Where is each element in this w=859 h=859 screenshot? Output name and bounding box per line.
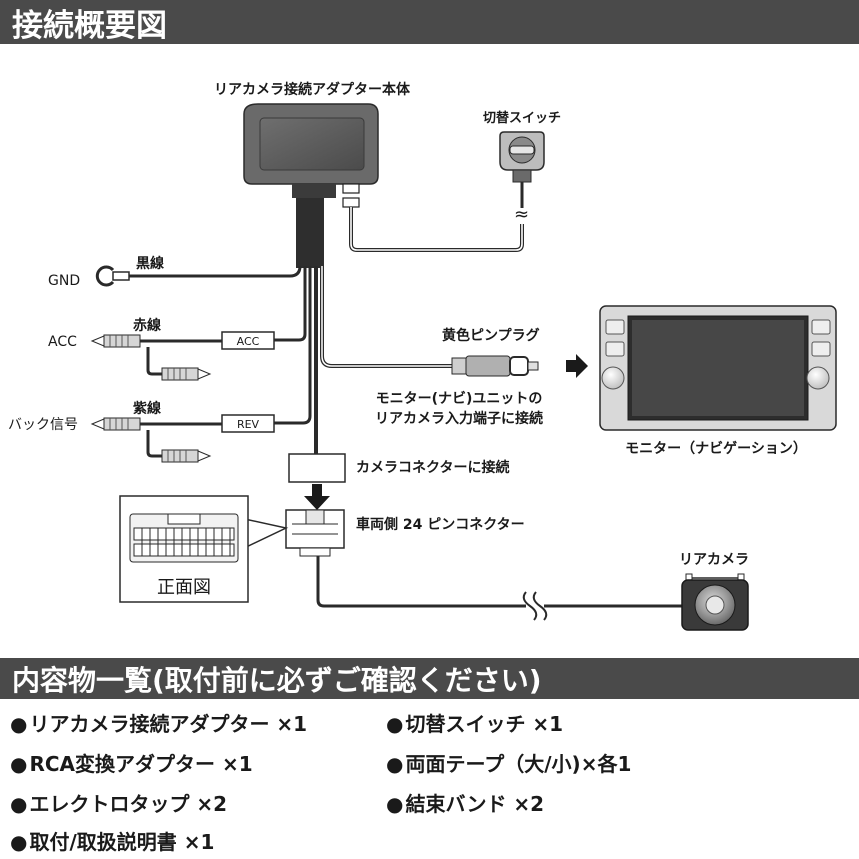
ground-terminal-icon [95,265,130,287]
svg-text:≈: ≈ [514,204,529,225]
rev-electro-tap [90,417,222,463]
acc-tag [221,331,275,350]
monitor-connect-line1: モニター(ナビ)ユニットの [376,391,543,407]
front-view-label: 正面図 [157,577,211,598]
rca-label: 黄色ピンプラグ [442,327,540,344]
rev-tag [221,414,275,433]
contents-title: 内容物一覧(取付前に必ずご確認ください) [12,663,542,697]
acc-label: ACC [48,334,77,350]
back-signal-label: バック信号 [8,417,78,433]
rear-camera-device [681,573,749,631]
list-item: ●エレクトロタップ ×2 [10,792,228,816]
switch-label: 切替スイッチ [483,110,561,126]
vehicle-connector [285,509,345,557]
switch-device [499,131,545,183]
monitor-connect-line2: リアカメラ入力端子に接続 [375,410,543,427]
page-title: 接続概要図 [12,7,167,44]
camera-connector-label: カメラコネクターに接続 [356,459,509,476]
rca-plug [451,355,539,377]
monitor-device [599,305,837,431]
list-item: ●切替スイッチ ×1 [386,712,564,736]
switch-cable-connector [342,183,360,208]
front-view-inset [119,495,289,603]
adapter-body [243,103,379,268]
list-item: ●リアカメラ接続アダプター ×1 [10,712,308,736]
black-wire-label: 黒線 [136,255,164,272]
list-item: ●RCA変換アダプター ×1 [10,752,253,776]
connection-diagram: リアカメラ接続アダプター本体 ≈ 切替スイッチ GND 黒線 [8,81,837,631]
list-item: ●取付/取扱説明書 ×1 [10,830,215,854]
switch-cable [349,207,524,252]
rear-camera-label: リアカメラ [679,552,749,568]
monitor-label: モニター（ナビゲーション） [625,440,807,457]
arrow-down-icon [304,484,330,510]
acc-electro-tap [90,334,222,381]
gnd-label: GND [48,273,80,289]
contents-banner: 内容物一覧(取付前に必ずご確認ください) [0,658,859,699]
rev-tag-text: REV [237,418,260,431]
vehicle-connector-label: 車両側 24 ピンコネクター [356,516,525,533]
contents-list: ●リアカメラ接続アダプター ×1 ●切替スイッチ ×1 ●RCA変換アダプター … [0,700,859,859]
list-item: ●結束バンド ×2 [386,792,545,816]
purple-wire-label: 紫線 [133,400,161,417]
arrow-to-monitor-icon [566,354,588,378]
list-item: ●両面テープ（大/小)×各1 [386,752,632,776]
adapter-label: リアカメラ接続アダプター本体 [214,81,411,98]
camera-cable [316,556,684,608]
acc-tag-text: ACC [237,335,260,348]
red-wire-label: 赤線 [133,317,161,334]
header-banner: 接続概要図 [0,0,859,44]
camera-connector [288,453,346,483]
